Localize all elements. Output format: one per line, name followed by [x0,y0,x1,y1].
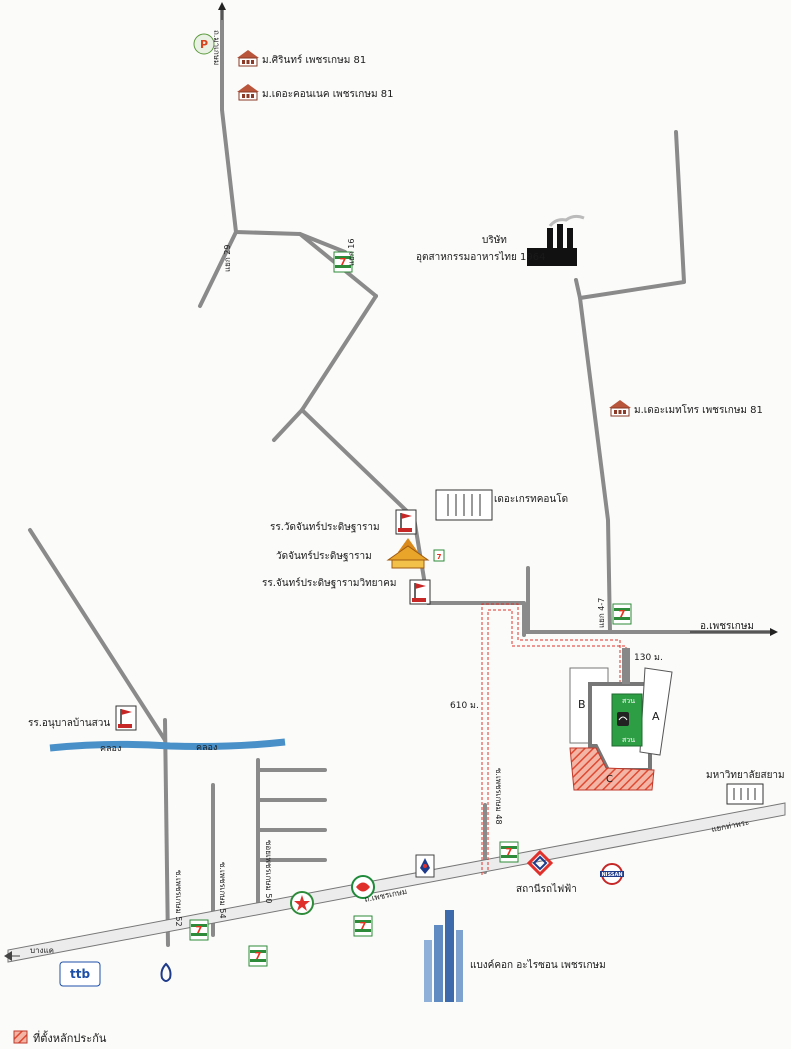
soi-48-label: ซ.เพชรเกษม 48 [494,768,503,825]
bangkok-bank-label: แบงค์คอก อะไรซอน เพชรเกษม [470,959,606,971]
soi-50-label: ซอยเพชรเกษม 50 [264,840,273,904]
temple-icon [386,538,430,569]
ttb-label: ttb [70,967,90,981]
bang-khae-label: บางแค [30,946,54,955]
seven-eleven-icon [248,945,268,967]
nissan-icon: NISSAN [600,863,624,885]
east-arrow-icon [690,628,778,636]
to-phetkasem-label: อ.เพชรเกษม [700,621,754,632]
company-label-line1: บริษัท [482,235,507,246]
collateral-plot [569,648,673,791]
soi-52-label: ซ.เพชรเกษม 52 [174,870,183,927]
seven-eleven-icon: 7 [433,549,445,562]
seven-eleven-icon [189,919,209,941]
kasikorn-bank-icon [351,875,375,899]
condo-building-icon [435,489,493,521]
bts-station-icon [526,849,554,877]
seven-eleven-icon [499,841,519,863]
company-label-line2: อุตสาหกรรมอาหารไทย 1964 [416,251,546,263]
ttb-bank-icon: ttb [59,961,101,987]
sirin-label: ม.ศิรินทร์ เพชรเกษม 81 [262,54,366,66]
school-icon [395,509,417,535]
seven-eleven-icon [612,603,632,625]
plot-c-label: C [606,774,613,785]
factory-icon [527,214,585,266]
skyscraper-icon [424,910,463,1002]
nissan-label: NISSAN [601,872,622,878]
plot-a-label: A [652,710,660,723]
wat-label: วัดจันทร์ประดิษฐาราม [276,550,372,562]
housing-estate-icon [608,399,632,417]
housing-estate-icon [236,49,260,67]
north-arrow-icon [218,2,226,20]
khlong-label-right: คลอง [196,743,217,753]
the-grand-condo-label: เดอะเกรทคอนโด [494,492,568,505]
distance-130-label: 130 ม. [634,653,663,663]
plot-b-label: B [578,698,586,711]
khlong-canal [49,738,286,752]
wat-school-label: รร.วัดจันทร์ประดิษฐาราม [270,521,380,533]
ptt-station-icon [290,891,314,915]
school-icon [409,579,431,605]
housing-estate-icon [236,83,260,101]
pool-label-bottom: สวน [622,736,635,744]
soi-29-label: แยก 29 [223,245,232,272]
bangchak-icon [415,854,435,878]
bts-station-label: สถานีรถไฟฟ้า [516,883,577,895]
the-metro-label: ม.เดอะเมทโทร เพชรเกษม 81 [634,403,763,416]
khlong-label-left: คลอง [100,744,121,754]
collateral-legend-label: ที่ตั้งหลักประกัน [33,1030,107,1045]
north-road-label: ถ.มาเกษม [212,30,221,65]
soi-54-label: ซ.เพชรเกษม 54 [218,862,227,919]
the-connect-label: ม.เดอะคอนเนค เพชรเกษม 81 [262,89,393,100]
gas-station-icon: P [193,33,215,55]
university-building-icon [726,783,764,805]
distance-610-label: 610 ม. [450,701,479,711]
soi-16-label: แยก 16 [347,239,356,266]
chan-school-label: รร.จันทร์ประดิษฐารามวิทยาคม [262,577,396,589]
road-network [28,6,775,947]
pool-label-top: สวน [622,697,635,705]
svg-text:P: P [200,38,208,51]
svg-text:7: 7 [437,553,442,561]
anuban-school-label: รร.อนุบาลบ้านสวน [28,717,110,729]
collateral-legend-swatch [13,1030,28,1044]
phetkasem-road [4,802,786,963]
soi-4-7-label: แยก 4-7 [597,598,606,628]
bangkok-bank-icon [160,962,172,982]
seven-eleven-icon [353,915,373,937]
siam-university-label: มหาวิทยาลัยสยาม [706,770,785,781]
school-icon [115,705,137,731]
